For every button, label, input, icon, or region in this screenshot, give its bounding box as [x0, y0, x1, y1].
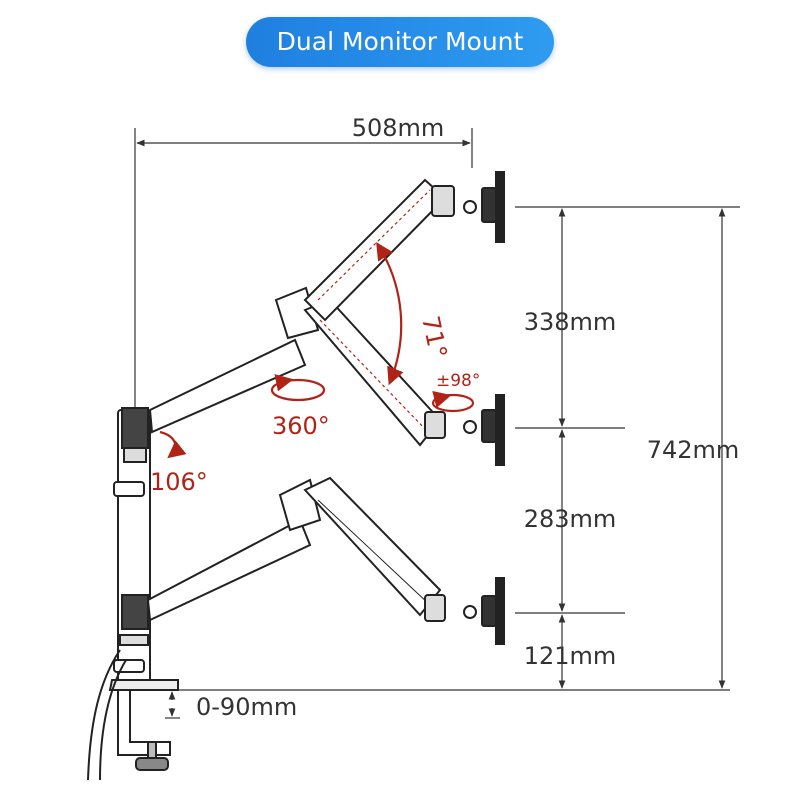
rotation-indicators	[159, 242, 475, 459]
upper-spacing-label: 338mm	[524, 308, 617, 336]
title-badge: Dual Monitor Mount	[246, 17, 554, 67]
reach-label: 508mm	[352, 114, 445, 142]
base-height-label: 121mm	[524, 642, 617, 670]
clamp-range-label: 0-90mm	[196, 693, 297, 721]
head-rotate-label: ±98°	[436, 371, 480, 391]
dimension-lines	[134, 128, 740, 719]
upper-arm-raised	[303, 171, 505, 322]
lift-angle-label: 71°	[416, 313, 452, 360]
lower-arm	[146, 476, 505, 645]
swivel-angle-label: 360°	[272, 412, 330, 440]
lower-spacing-label: 283mm	[524, 505, 617, 533]
tilt-angle-label: 106°	[150, 468, 208, 496]
total-height-label: 742mm	[647, 436, 740, 464]
pole-and-clamp	[87, 407, 179, 781]
